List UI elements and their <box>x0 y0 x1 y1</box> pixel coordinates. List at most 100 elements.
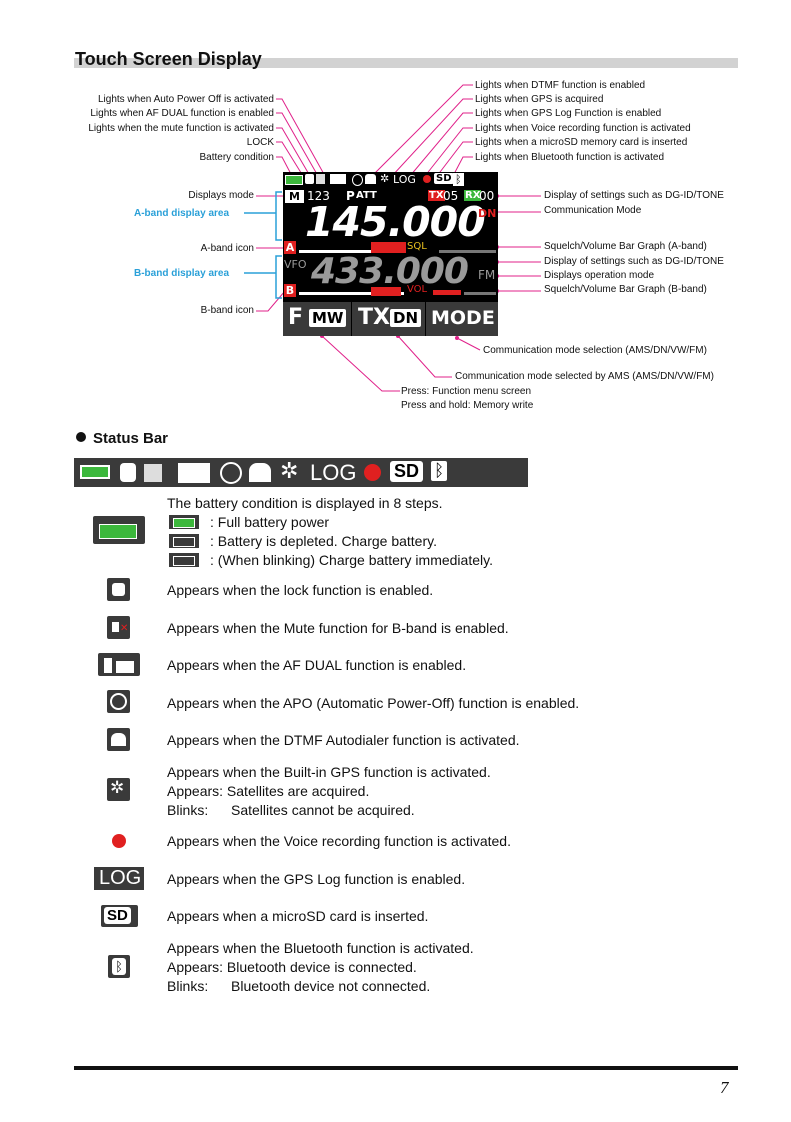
dtmf-icon <box>107 728 130 751</box>
battery-blink-text: : (When blinking) Charge battery immedia… <box>210 551 493 570</box>
callout-dgid-b: Display of settings such as DG-ID/TONE <box>544 256 724 268</box>
sql-bar-b-level <box>371 287 401 296</box>
apo-icon <box>220 462 242 484</box>
a-band-icon: A <box>284 241 296 254</box>
vol-bar-b <box>433 290 461 295</box>
callout-mode: Displays mode <box>188 190 254 202</box>
lock-text: Appears when the lock function is enable… <box>167 581 433 600</box>
bluetooth-icon: ᛒ <box>108 955 130 978</box>
dn-key-label: DN <box>390 309 421 327</box>
callout-gps: Lights when GPS is acquired <box>475 94 603 106</box>
battery-blink-outline <box>173 556 195 566</box>
battery-full-text: : Full battery power <box>210 513 329 532</box>
mute-text: Appears when the Mute function for B-ban… <box>167 619 509 638</box>
dtmf-text: Appears when the DTMF Autodialer functio… <box>167 731 520 750</box>
ams-mode-key[interactable]: TX DN <box>352 302 426 336</box>
f-label: F <box>288 305 303 330</box>
bluetooth-glyph: ᛒ <box>112 958 126 975</box>
callout-voice: Lights when Voice recording function is … <box>475 123 691 135</box>
sd-icon: SD <box>434 173 454 184</box>
radio-shape <box>104 658 112 673</box>
callout-lock: LOCK <box>247 137 274 149</box>
apo-icon <box>107 690 130 713</box>
gps-text-2: Appears: Satellites are acquired. <box>167 782 369 801</box>
battery-icon <box>80 465 110 479</box>
callout-ams-selection: Communication mode selected by AMS (AMS/… <box>455 371 714 383</box>
gps-text-3-key: Blinks: <box>167 801 208 820</box>
op-mode-b: FM <box>478 268 495 282</box>
status-bar-strip: ✲ LOG SD ᛒ <box>74 458 528 487</box>
function-key[interactable]: F MW <box>283 302 352 336</box>
sd-icon: SD <box>101 905 138 927</box>
battery-fill <box>99 524 137 539</box>
callout-mute: Lights when the mute function is activat… <box>88 123 274 135</box>
af-dual-icon <box>330 174 346 184</box>
callout-mode-selection: Communication mode selection (AMS/DN/VW/… <box>483 345 707 357</box>
b-band-icon: B <box>284 284 296 297</box>
dtmf-icon <box>249 463 271 482</box>
mute-x: ✕ <box>120 623 128 634</box>
frequency-b: 433.000 <box>311 251 468 292</box>
mw-label: MW <box>309 309 346 327</box>
afdual-text: Appears when the AF DUAL function is ena… <box>167 656 466 675</box>
page-number: 7 <box>720 1078 729 1098</box>
log-icon: LOG <box>94 867 144 890</box>
battery-low-text: : Battery is depleted. Charge battery. <box>210 532 437 551</box>
battery-blink-icon <box>169 553 199 567</box>
status-bar-heading: Status Bar <box>93 430 168 447</box>
radio-screen: ✲ LOG SD ᛒ M 123 P ATT TX 05 RX 00 145.0… <box>283 172 498 336</box>
tv-shape <box>116 661 134 673</box>
mode-key-label: MODE <box>431 307 495 329</box>
callout-apo: Lights when Auto Power Off is activated <box>98 94 274 106</box>
footer-rule <box>74 1066 738 1070</box>
apo-text: Appears when the APO (Automatic Power-Of… <box>167 694 579 713</box>
sd-icon: SD <box>390 461 423 482</box>
vol-bar-b-rest <box>464 292 496 295</box>
bt-text-3-key: Blinks: <box>167 977 208 996</box>
lock-icon <box>107 578 130 601</box>
battery-full-icon <box>169 515 199 529</box>
log-icon-text: LOG <box>99 867 141 890</box>
gps-icon: ✲ <box>107 778 130 801</box>
sd-text: Appears when a microSD card is inserted. <box>167 907 428 926</box>
sd-icon-text: SD <box>104 907 131 924</box>
clock-shape <box>110 693 127 710</box>
battery-low-outline <box>173 537 195 547</box>
callout-bband-area: B-band display area <box>134 268 229 280</box>
vfo-label: VFO <box>284 258 307 271</box>
battery-icon <box>285 175 303 185</box>
log-icon: LOG <box>393 173 416 186</box>
frequency-a: 145.000 <box>305 198 485 246</box>
dtmf-icon <box>365 174 376 184</box>
satellite-glyph: ✲ <box>110 778 124 798</box>
lock-icon <box>305 174 314 184</box>
callout-battery: Battery condition <box>200 152 275 164</box>
phone-shape <box>111 733 126 746</box>
vol-label: VOL <box>407 284 427 295</box>
af-dual-icon <box>98 653 140 676</box>
log-text: Appears when the GPS Log function is ena… <box>167 870 465 889</box>
callout-gpslog: Lights when GPS Log Function is enabled <box>475 108 661 120</box>
callout-dgid-a: Display of settings such as DG-ID/TONE <box>544 190 724 202</box>
voice-text: Appears when the Voice recording functio… <box>167 832 511 851</box>
lock-icon <box>120 463 136 482</box>
voice-rec-icon <box>423 175 431 183</box>
bt-text-3-val: Bluetooth device not connected. <box>231 977 430 996</box>
log-icon: LOG <box>310 460 356 486</box>
mute-icon <box>316 174 325 184</box>
battery-full-fill <box>173 518 195 528</box>
bluetooth-icon: ᛒ <box>453 173 464 186</box>
mode-key[interactable]: MODE <box>426 302 498 336</box>
callout-sql-b: Squelch/Volume Bar Graph (B-band) <box>544 284 707 296</box>
bt-text-1: Appears when the Bluetooth function is a… <box>167 939 474 958</box>
callout-comm-mode: Communication Mode <box>544 205 641 217</box>
battery-icon <box>93 516 145 544</box>
af-dual-icon <box>178 463 210 483</box>
lock-shape <box>112 583 125 596</box>
callout-bt: Lights when Bluetooth function is activa… <box>475 152 664 164</box>
gps-icon: ✲ <box>280 458 298 484</box>
callout-bband-icon: B-band icon <box>201 305 254 317</box>
callout-sd: Lights when a microSD memory card is ins… <box>475 137 687 149</box>
gps-text-3-val: Satellites cannot be acquired. <box>231 801 415 820</box>
bt-text-2: Appears: Bluetooth device is connected. <box>167 958 417 977</box>
